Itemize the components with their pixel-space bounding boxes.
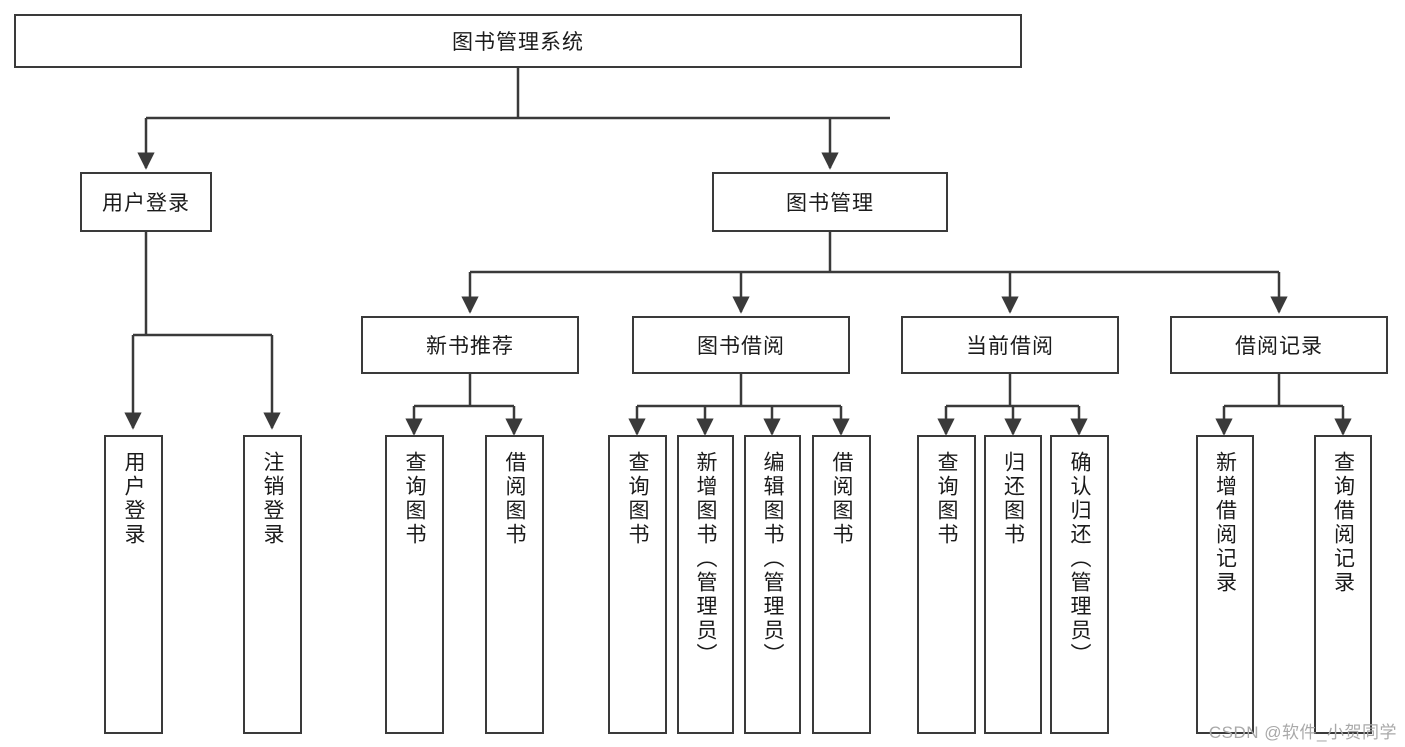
node-leaf-add-borrow-record[interactable]: 新增借阅记录 [1196,435,1254,734]
node-label: 用户登录 [102,192,190,215]
node-user-login[interactable]: 用户登录 [80,172,212,232]
node-leaf-add-book-admin[interactable]: 新增图书（管理员） [677,435,734,734]
node-leaf-query-borrow-record[interactable]: 查询借阅记录 [1314,435,1372,734]
node-label: 查询图书 [626,451,649,547]
node-label: 借阅记录 [1235,335,1323,358]
node-label: 图书管理系统 [452,31,584,54]
node-label: 查询图书 [403,451,426,547]
node-label: 新增借阅记录 [1213,451,1237,595]
node-label: 当前借阅 [966,335,1054,358]
node-label: 图书管理 [786,192,874,215]
node-leaf-query-book-1[interactable]: 查询图书 [385,435,444,734]
node-new-book-recommend[interactable]: 新书推荐 [361,316,579,374]
node-book-borrow[interactable]: 图书借阅 [632,316,850,374]
node-leaf-query-book-2[interactable]: 查询图书 [608,435,667,734]
node-leaf-logout-login[interactable]: 注销登录 [243,435,302,734]
node-label: 借阅图书 [830,451,853,547]
node-label: 用户登录 [122,451,145,547]
node-label: 归还图书 [1001,451,1025,547]
node-label: 注销登录 [261,451,284,547]
csdn-watermark: CSDN @软件_小贺同学 [1208,723,1397,742]
node-label: 查询借阅记录 [1331,451,1355,595]
node-leaf-query-book-3[interactable]: 查询图书 [917,435,976,734]
node-leaf-borrow-book-1[interactable]: 借阅图书 [485,435,544,734]
node-current-borrow[interactable]: 当前借阅 [901,316,1119,374]
node-label: 新书推荐 [426,335,514,358]
node-leaf-confirm-return-admin[interactable]: 确认归还（管理员） [1050,435,1109,734]
node-label: 新增图书（管理员） [694,451,717,667]
node-label: 借阅图书 [503,451,526,547]
node-label: 查询图书 [935,451,958,547]
node-label: 确认归还（管理员） [1068,451,1091,667]
node-leaf-user-login[interactable]: 用户登录 [104,435,163,734]
node-book-management[interactable]: 图书管理 [712,172,948,232]
node-borrow-record[interactable]: 借阅记录 [1170,316,1388,374]
node-leaf-borrow-book-2[interactable]: 借阅图书 [812,435,871,734]
node-leaf-edit-book-admin[interactable]: 编辑图书（管理员） [744,435,801,734]
node-leaf-return-book[interactable]: 归还图书 [984,435,1042,734]
node-book-management-system[interactable]: 图书管理系统 [14,14,1022,68]
node-label: 编辑图书（管理员） [761,451,784,667]
node-label: 图书借阅 [697,335,785,358]
